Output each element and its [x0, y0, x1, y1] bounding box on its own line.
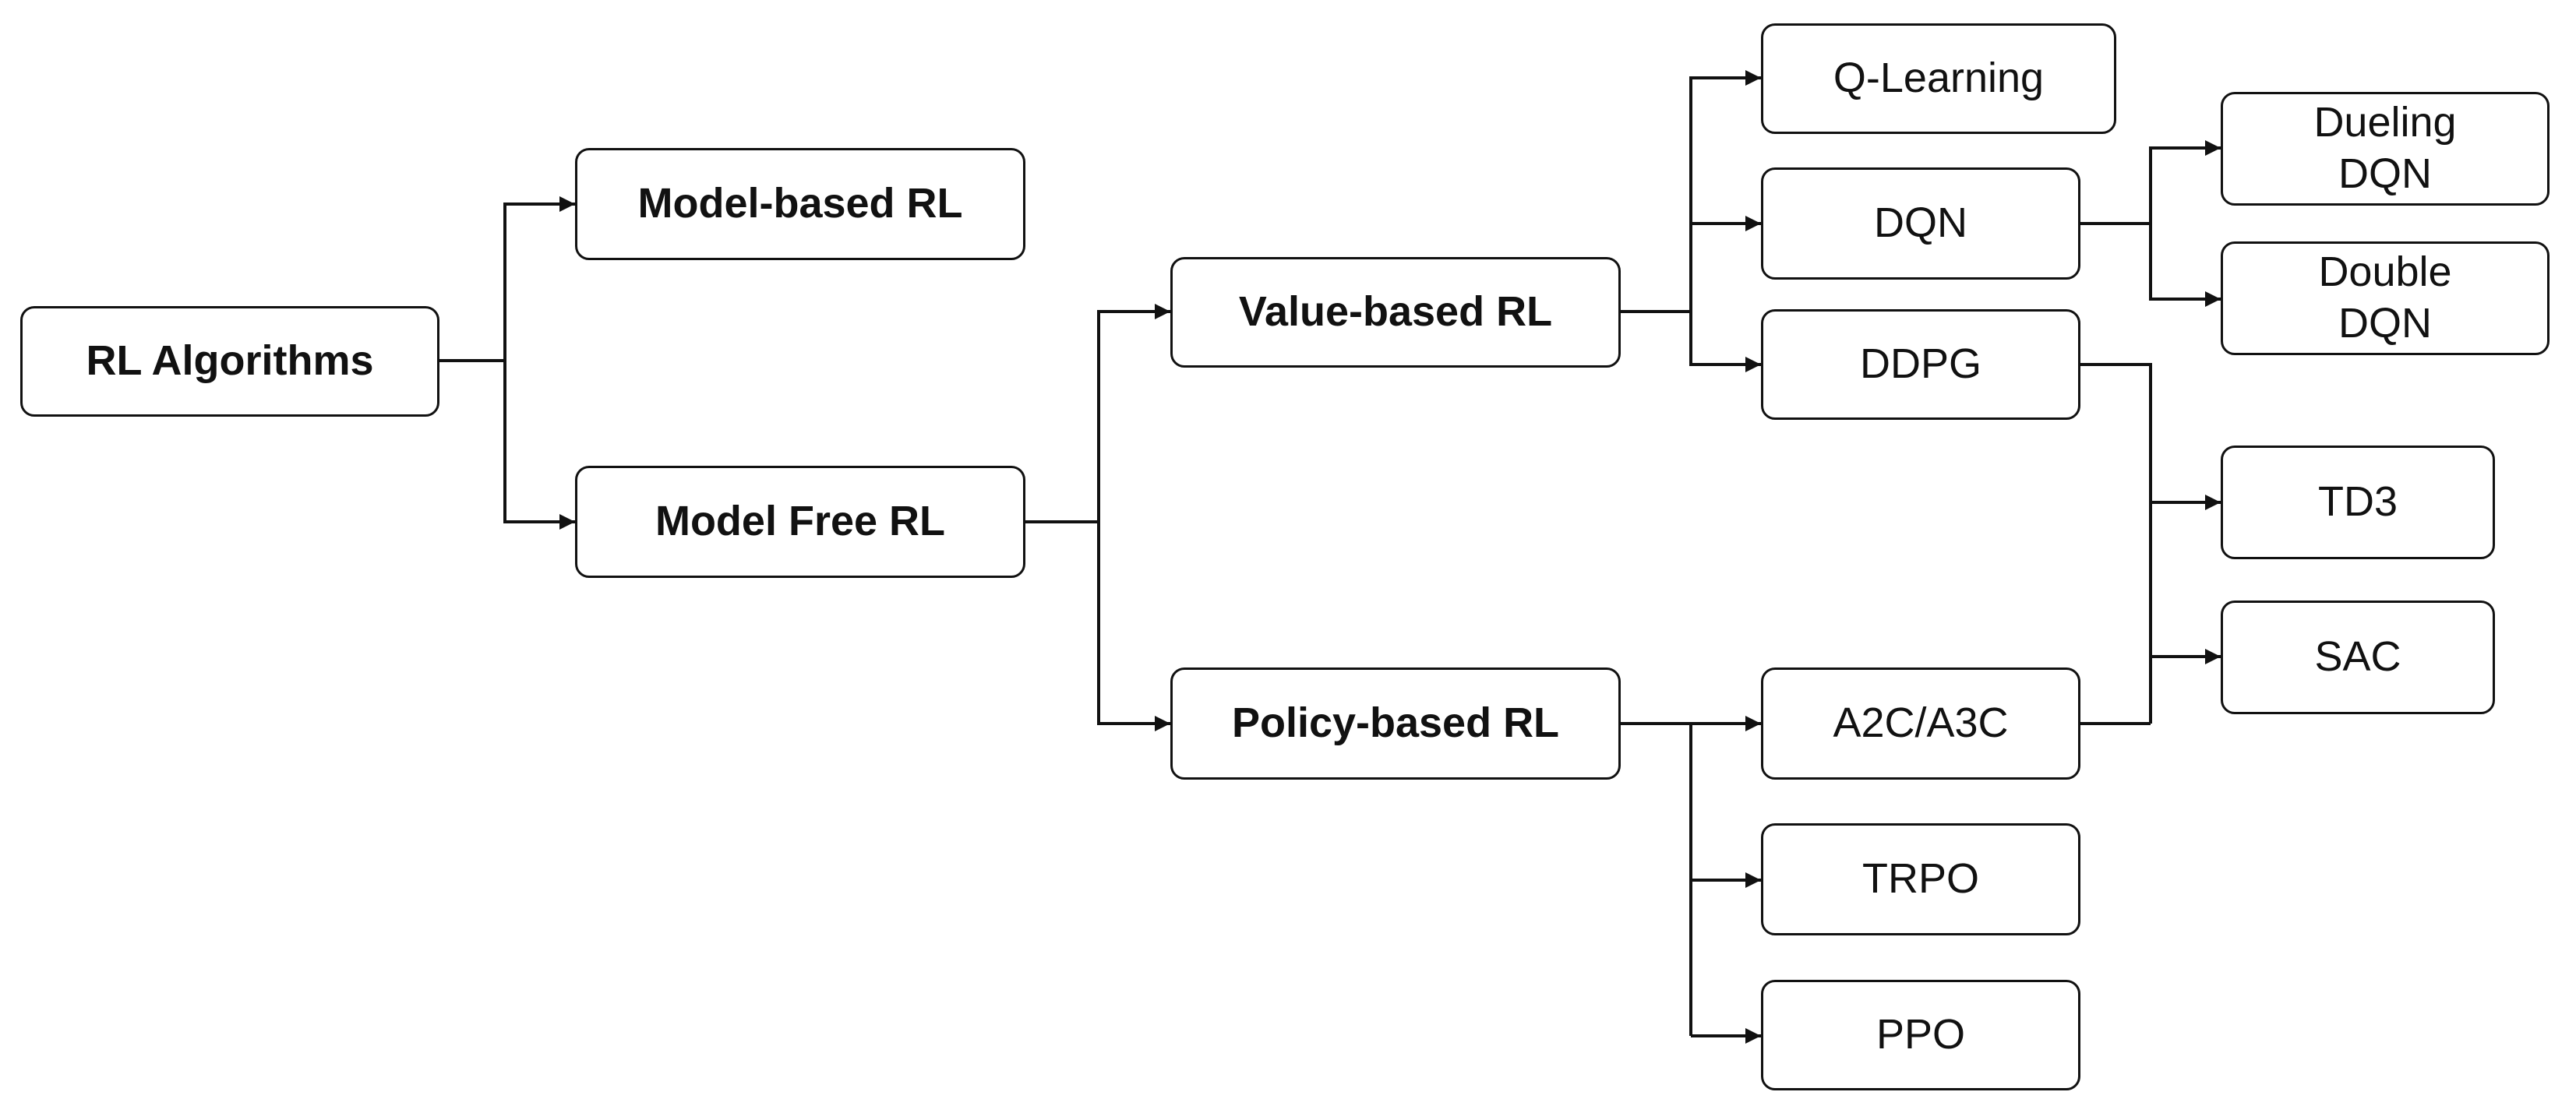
- node-double-dqn: Double DQN: [2221, 241, 2550, 355]
- connector-to-dqn: [1689, 216, 1761, 312]
- connector-to-value-based: [1097, 304, 1170, 522]
- connector-to-model-based: [503, 196, 575, 361]
- node-policy-based-rl: Policy-based RL: [1170, 667, 1621, 780]
- node-trpo: TRPO: [1761, 823, 2080, 935]
- node-ddpg: DDPG: [1761, 309, 2080, 420]
- connector-to-policy-based: [1097, 522, 1170, 731]
- node-q-learning: Q-Learning: [1761, 23, 2116, 134]
- node-model-free-rl: Model Free RL: [575, 466, 1025, 578]
- node-a2c-a3c: A2C/A3C: [1761, 667, 2080, 780]
- node-dueling-dqn: Dueling DQN: [2221, 92, 2550, 206]
- node-dqn: DQN: [1761, 167, 2080, 280]
- node-sac: SAC: [2221, 601, 2495, 714]
- node-td3: TD3: [2221, 446, 2495, 559]
- connector-to-dueling-dqn: [2149, 140, 2221, 224]
- node-rl-algorithms: RL Algorithms: [20, 306, 439, 417]
- connector-to-ddpg: [1689, 312, 1761, 372]
- connector-to-double-dqn: [2149, 224, 2221, 307]
- node-ppo: PPO: [1761, 980, 2080, 1090]
- node-value-based-rl: Value-based RL: [1170, 257, 1621, 368]
- connector-policy-based-trunk: [1621, 722, 1692, 1036]
- connector-to-model-free: [503, 361, 575, 530]
- connector-to-q-learning: [1689, 70, 1761, 312]
- connector-ddpg-out: [2080, 363, 2152, 724]
- node-model-based-rl: Model-based RL: [575, 148, 1025, 260]
